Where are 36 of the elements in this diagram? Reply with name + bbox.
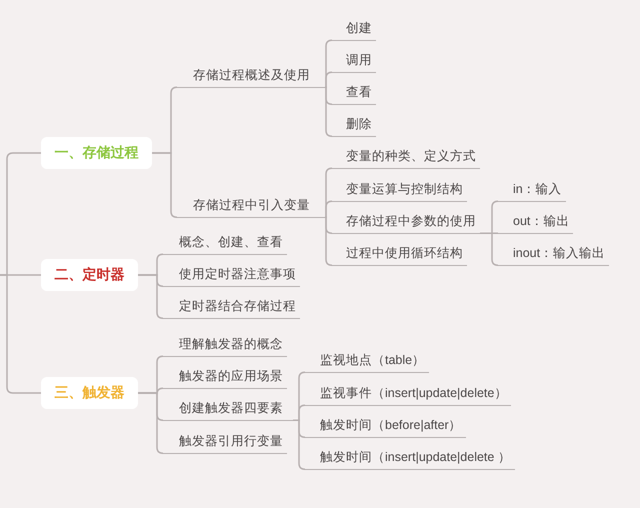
connector-line bbox=[293, 420, 306, 470]
connector-line bbox=[324, 200, 333, 218]
underlined-topic: 存储过程中参数的使用 bbox=[332, 210, 480, 234]
underlined-topic: 使用定时器注意事项 bbox=[163, 263, 300, 287]
underlined-topic: inout：输入输出 bbox=[498, 242, 610, 266]
underlined-topic: 触发器引用行变量 bbox=[163, 430, 287, 454]
underlined-topic: out：输出 bbox=[498, 210, 574, 234]
underlined-topic: in：输入 bbox=[498, 178, 566, 202]
underlined-topic: 监视地点（table） bbox=[305, 349, 430, 373]
main-topic-box: 二、定时器 bbox=[41, 259, 138, 291]
underlined-topic: 调用 bbox=[332, 49, 376, 73]
underlined-topic: 创建 bbox=[332, 17, 376, 41]
underlined-topic: 存储过程中引入变量 bbox=[177, 194, 325, 218]
underlined-topic: 变量的种类、定义方式 bbox=[332, 145, 480, 169]
connector-line bbox=[324, 86, 333, 137]
underlined-topic: 触发时间（insert|update|delete ） bbox=[305, 446, 515, 470]
main-topic-box: 三、触发器 bbox=[41, 377, 138, 409]
underlined-topic: 监视事件（insert|update|delete） bbox=[305, 382, 512, 406]
underlined-topic: 存储过程概述及使用 bbox=[177, 64, 325, 88]
connector-line bbox=[0, 274, 41, 394]
underlined-topic: 触发时间（before|after） bbox=[305, 414, 466, 438]
underlined-topic: 理解触发器的概念 bbox=[163, 333, 287, 357]
connector-line bbox=[138, 274, 164, 319]
underlined-topic: 概念、创建、查看 bbox=[163, 231, 287, 255]
underlined-topic: 变量运算与控制结构 bbox=[332, 178, 467, 202]
connector-line bbox=[324, 216, 333, 266]
connector-line bbox=[324, 72, 333, 88]
main-topic-box: 一、存储过程 bbox=[41, 137, 152, 169]
connector-line bbox=[152, 152, 178, 218]
underlined-topic: 定时器结合存储过程 bbox=[163, 295, 300, 319]
underlined-topic: 删除 bbox=[332, 113, 376, 137]
underlined-topic: 查看 bbox=[332, 81, 376, 105]
underlined-topic: 创建触发器四要素 bbox=[163, 397, 293, 421]
underlined-topic: 触发器的应用场景 bbox=[163, 365, 287, 389]
underlined-topic: 过程中使用循环结构 bbox=[332, 242, 467, 266]
connector-line bbox=[480, 232, 499, 266]
